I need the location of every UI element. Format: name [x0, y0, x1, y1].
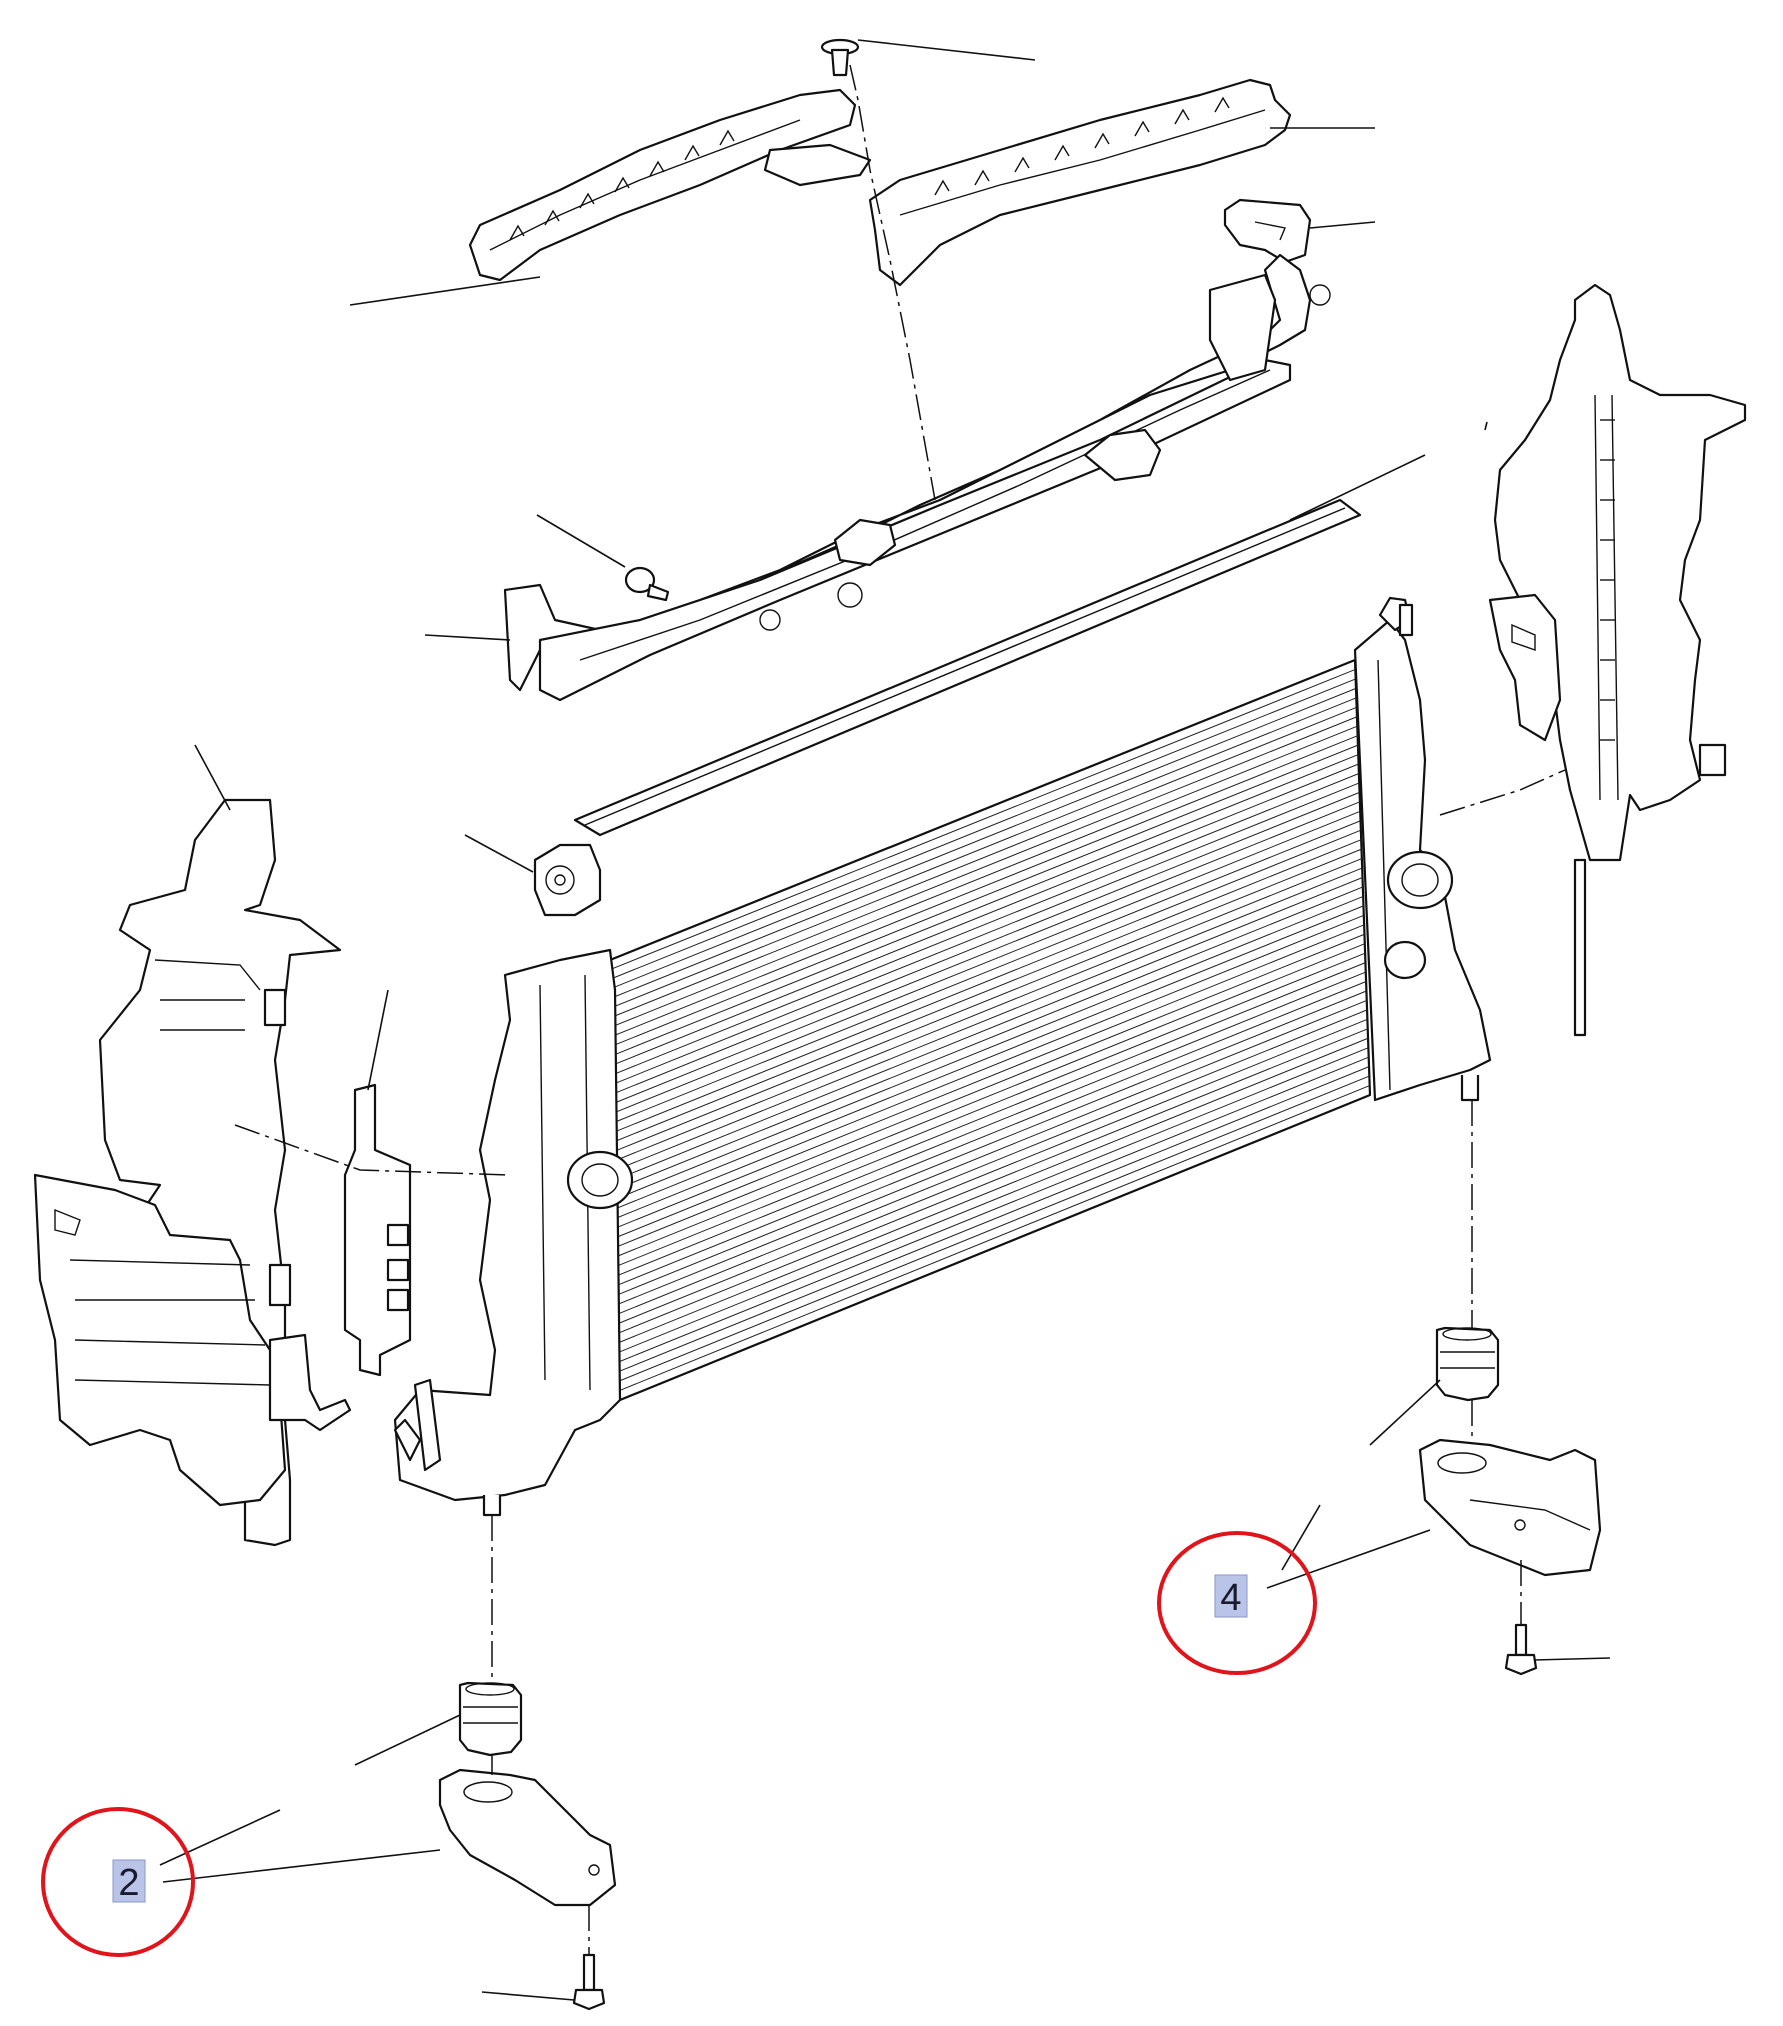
lower-left-bolt — [572, 1953, 606, 2011]
radiator-tube — [616, 943, 1365, 1248]
radiator-tube — [615, 905, 1364, 1210]
radiator-tube — [619, 1085, 1370, 1391]
push-nut — [624, 566, 670, 602]
right-side-air-deflector — [1488, 283, 1747, 1037]
radiator-tube — [618, 1056, 1369, 1363]
radiator-tube — [612, 782, 1360, 1085]
upper-radiator-isolator — [533, 843, 602, 917]
radiator-tube — [615, 886, 1364, 1191]
radiator-tube — [614, 848, 1362, 1152]
highlight-circle-2 — [41, 1807, 195, 1957]
radiator-tube — [618, 1018, 1368, 1324]
radiator-tube — [612, 763, 1359, 1066]
left-side-seal — [343, 1083, 412, 1377]
radiator-tube — [611, 725, 1358, 1028]
assembly-centerlines — [234, 64, 1566, 1955]
radiator-tube — [612, 773, 1360, 1076]
radiator-tube — [610, 706, 1357, 1009]
radiator-tube — [614, 867, 1363, 1171]
upper-right-air-deflector — [868, 78, 1292, 287]
callout-2-label: 2 — [118, 1862, 139, 1904]
highlight-circle-4 — [1157, 1531, 1317, 1675]
radiator — [393, 596, 1492, 1517]
radiator-tube — [611, 744, 1359, 1047]
upper-baffle-assembly — [503, 253, 1331, 702]
lower-left-insulator — [458, 1681, 523, 1757]
radiator-tube — [610, 697, 1357, 999]
lower-right-bolt — [1504, 1623, 1538, 1676]
radiator-tube — [617, 1009, 1368, 1315]
radiator-tube — [616, 952, 1366, 1257]
deflector-bracket — [1223, 198, 1312, 264]
radiator-tube — [614, 877, 1363, 1181]
callout-4: 4 — [1157, 1531, 1317, 1675]
radiator-tube — [615, 914, 1364, 1219]
lower-right-insulator — [1435, 1326, 1500, 1402]
radiator-tube — [611, 735, 1358, 1037]
push-pin-clip — [820, 38, 860, 77]
radiator-tube — [617, 999, 1367, 1305]
radiator-tube — [619, 1066, 1370, 1372]
radiator-tube — [619, 1075, 1370, 1382]
radiator-tube — [616, 971, 1366, 1277]
radiator-tube — [617, 981, 1367, 1286]
callout-4-label: 4 — [1220, 1577, 1241, 1619]
radiator-tube — [618, 1047, 1369, 1353]
radiator-tube — [613, 839, 1362, 1143]
radiator-tube — [615, 895, 1364, 1200]
radiator-tube — [610, 668, 1356, 971]
lower-right-bracket — [1418, 1438, 1602, 1577]
radiator-tube — [613, 801, 1361, 1104]
upper-left-air-deflector — [468, 88, 872, 282]
callout-2: 2 — [41, 1807, 195, 1957]
radiator-tube — [611, 754, 1359, 1057]
radiator-tube — [611, 716, 1358, 1018]
radiator-tube — [613, 829, 1362, 1133]
radiator-tube — [610, 678, 1356, 980]
radiator-tube — [618, 1037, 1369, 1344]
radiator-tube — [613, 810, 1361, 1114]
radiator-tube — [616, 933, 1365, 1238]
left-side-air-deflector — [33, 798, 352, 1547]
radiator-tube — [616, 962, 1366, 1267]
radiator-tube — [614, 858, 1363, 1162]
radiator-tube — [618, 1028, 1368, 1334]
radiator-tube — [610, 687, 1357, 990]
radiator-tube — [613, 820, 1361, 1124]
lower-left-bracket — [438, 1768, 617, 1907]
radiator-tube — [617, 990, 1367, 1296]
leader-lines — [159, 39, 1611, 2001]
radiator-tube — [615, 924, 1365, 1229]
radiator-tube — [612, 791, 1360, 1095]
radiator-upper-seal — [573, 498, 1362, 837]
